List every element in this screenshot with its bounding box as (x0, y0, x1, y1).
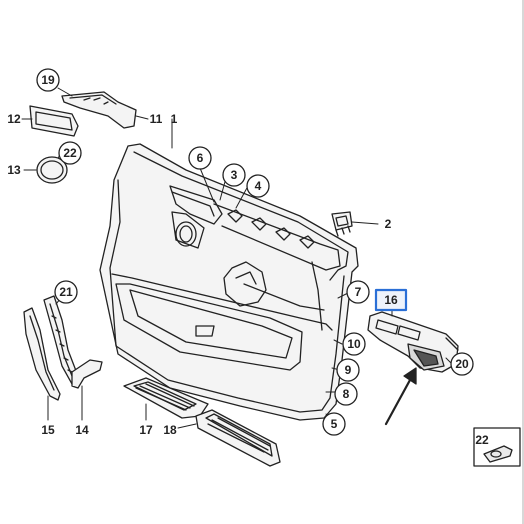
door-panel (99, 143, 359, 421)
label-6: 6 (197, 151, 204, 165)
label-13: 13 (7, 163, 21, 177)
label-8: 8 (343, 387, 350, 401)
label-3: 3 (231, 168, 238, 182)
label-16: 16 (384, 293, 398, 307)
label-15: 15 (41, 423, 55, 437)
part-15-grab-handle (23, 307, 61, 401)
part-12-handle-cap (29, 105, 79, 137)
label-11: 11 (150, 112, 163, 126)
part-14-cover (71, 359, 103, 389)
label-10: 10 (347, 337, 361, 351)
label-12: 12 (7, 112, 21, 126)
part-16-switch-panel (367, 311, 459, 373)
label-22-inset: 22 (475, 433, 489, 447)
label-1: 1 (171, 112, 178, 126)
label-18: 18 (163, 423, 177, 437)
part-19-bracket (61, 91, 137, 129)
label-20: 20 (455, 357, 469, 371)
label-22-ring: 22 (63, 146, 77, 160)
label-4: 4 (255, 179, 262, 193)
pointer-arrow (384, 367, 417, 426)
callout-circles (36, 68, 474, 436)
label-5: 5 (331, 417, 338, 431)
part-18-speaker-grille (195, 409, 281, 467)
part-22-inset-box (473, 427, 521, 467)
label-9: 9 (345, 363, 352, 377)
label-21: 21 (59, 285, 73, 299)
label-19: 19 (41, 73, 55, 87)
part-22-ring (36, 156, 68, 184)
label-2: 2 (385, 217, 392, 231)
part-21-bracket (43, 295, 79, 385)
label-7: 7 (355, 285, 362, 299)
label-17: 17 (139, 423, 153, 437)
frame-right-edge (522, 0, 524, 524)
part-2-clip (331, 211, 353, 237)
part-17-speaker-grille (123, 377, 209, 419)
callout-16-highlight (374, 288, 408, 312)
label-14: 14 (75, 423, 89, 437)
